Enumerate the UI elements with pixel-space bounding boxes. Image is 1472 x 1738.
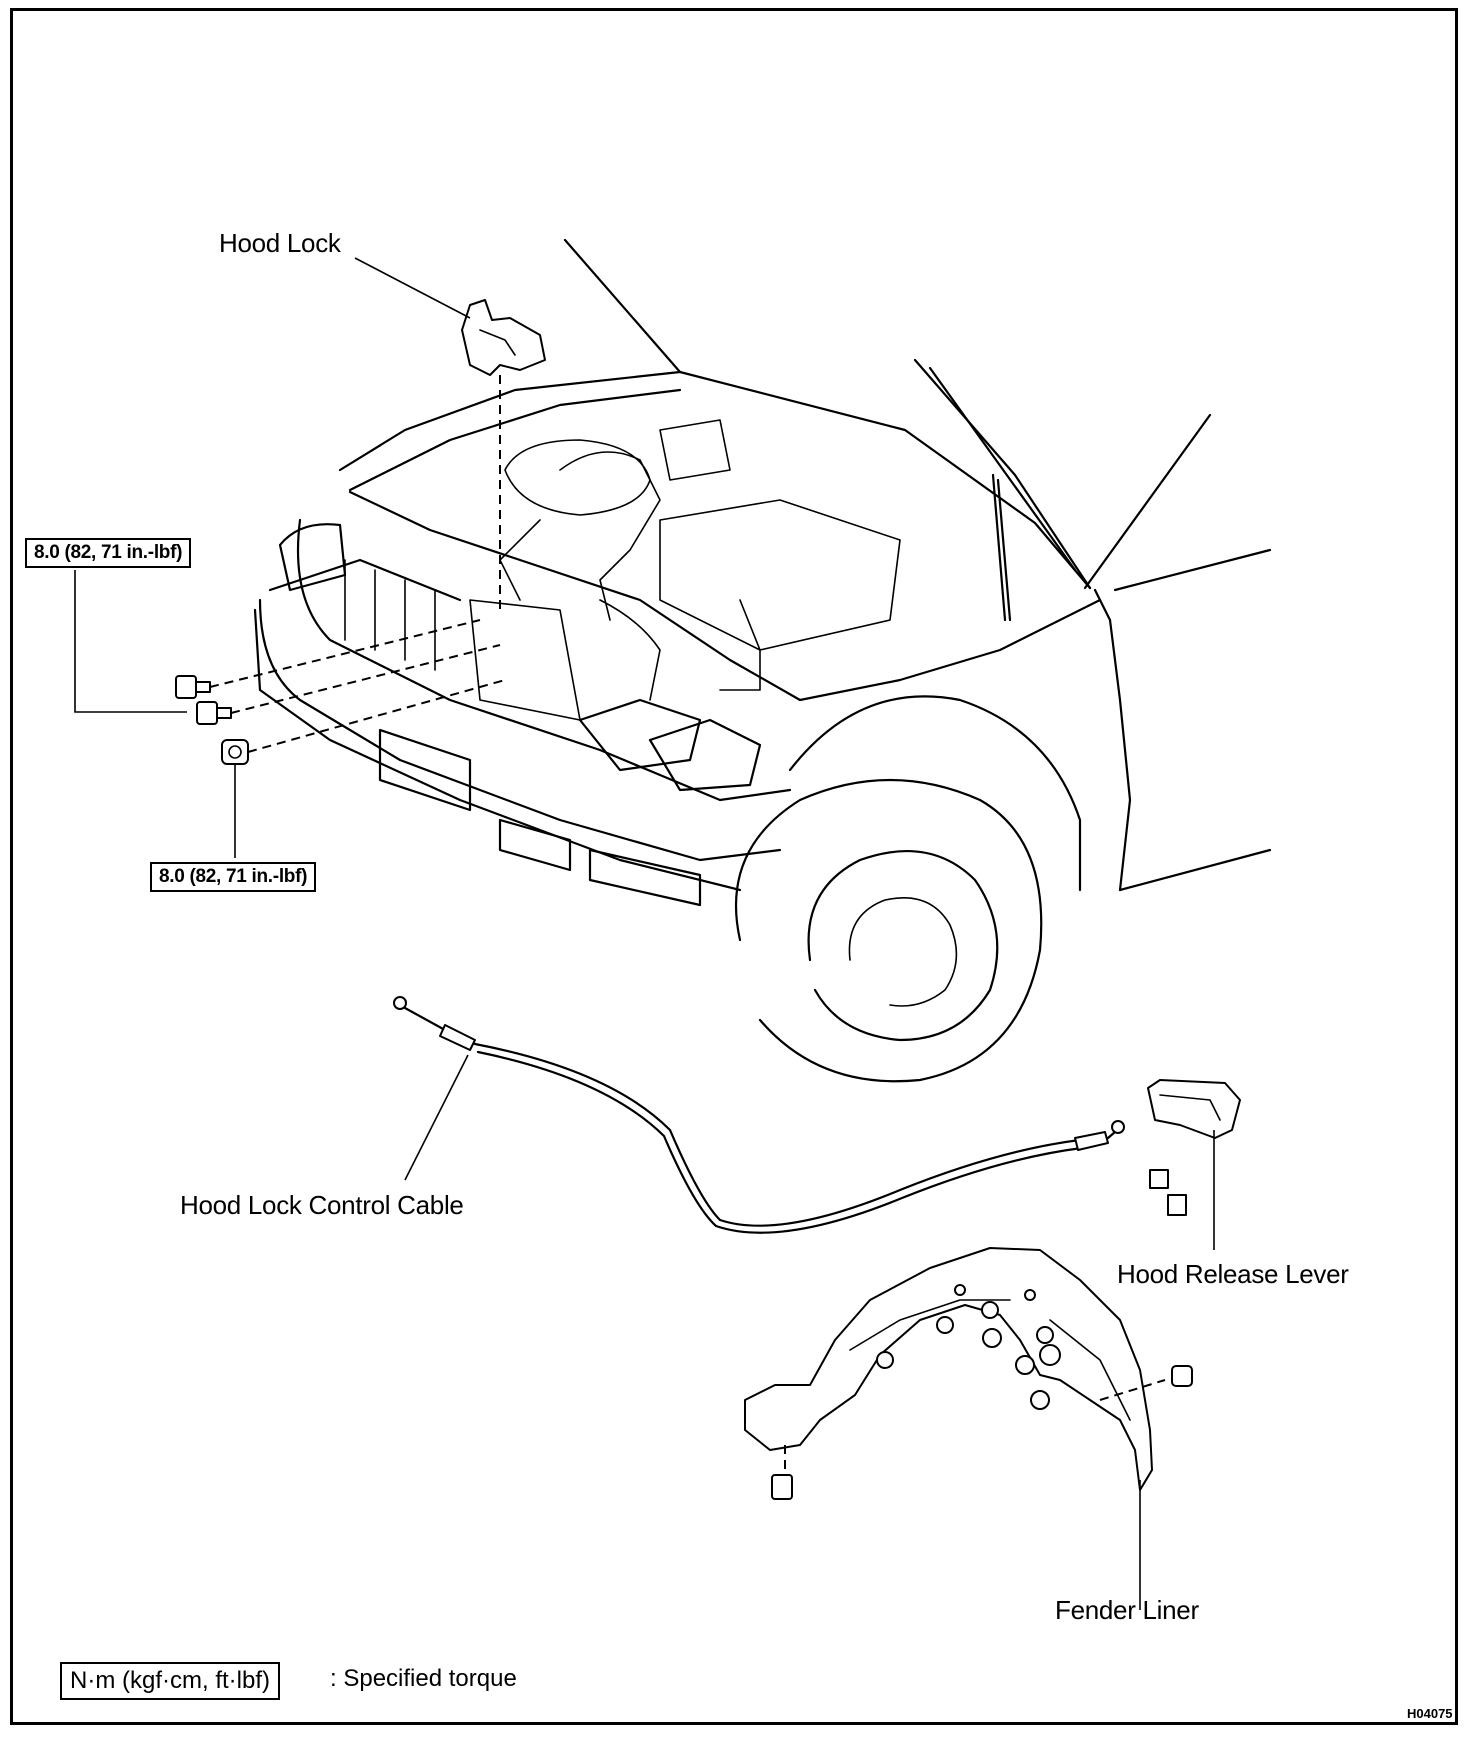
torque-unit-legend-box: N·m (kgf·cm, ft·lbf) <box>60 1662 280 1700</box>
lock-bolts <box>175 619 506 765</box>
diagram-frame <box>10 8 1458 1725</box>
leader-lines <box>74 257 1215 1610</box>
hood-lock-control-cable <box>393 996 1125 1234</box>
fender-liner-part <box>744 1247 1193 1500</box>
torque-spec-lower: 8.0 (82, 71 in.-lbf) <box>150 862 317 892</box>
hood-lock-part <box>461 299 546 610</box>
figure-code: H04075 <box>1407 1706 1453 1721</box>
fender-liner-label: Fender Liner <box>1055 1595 1199 1625</box>
hood-lock-control-cable-label: Hood Lock Control Cable <box>180 1190 464 1220</box>
hood-release-lever-part <box>1147 1079 1241 1216</box>
vehicle-body <box>253 238 1272 1083</box>
torque-legend-description: : Specified torque <box>330 1665 517 1692</box>
hood-release-lever-label: Hood Release Lever <box>1117 1259 1349 1289</box>
torque-spec-upper: 8.0 (82, 71 in.-lbf) <box>25 538 192 568</box>
hood-lock-label: Hood Lock <box>219 228 341 258</box>
